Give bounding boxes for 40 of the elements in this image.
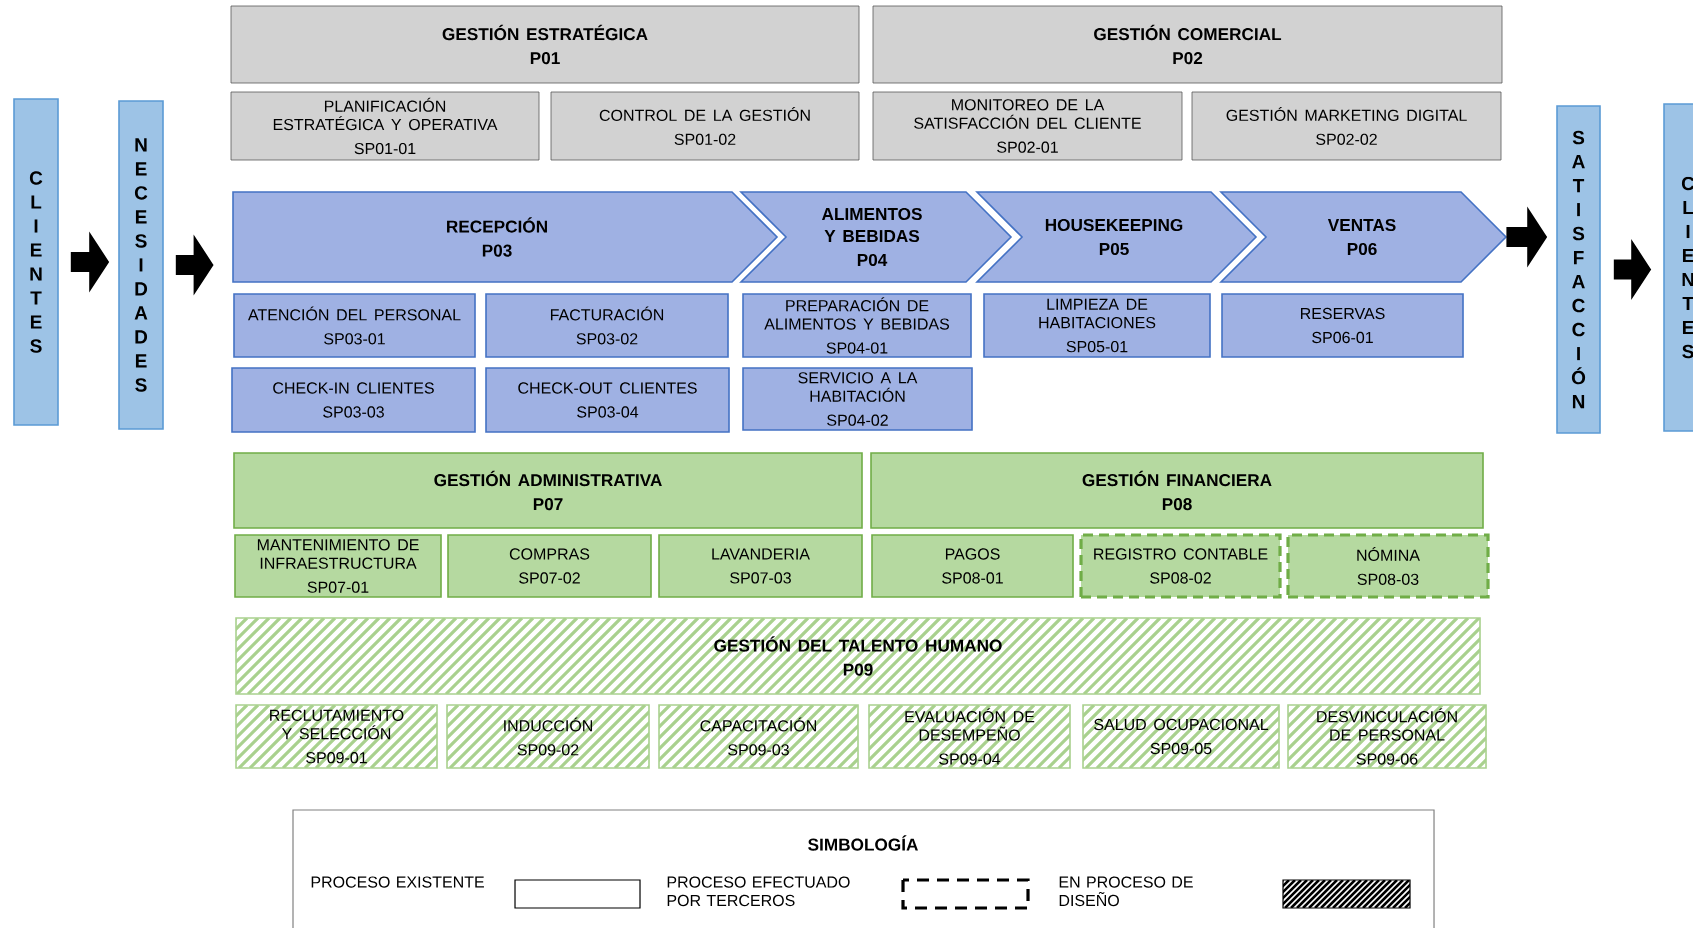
vertical-box: SATISFACCIÓN xyxy=(1556,105,1601,434)
process-box: FACTURACIÓN SP03-02 xyxy=(485,293,729,358)
hatched-process-box: CAPACITACIÓN SP09-03 xyxy=(658,704,859,769)
hatched-process-box: RECLUTAMIENTO Y SELECCIÓN SP09-01 xyxy=(235,704,438,769)
legend-item: EN PROCESO DE DISEÑO xyxy=(1059,876,1411,909)
process-box: PAGOS SP08-01 xyxy=(871,534,1074,598)
process-header-box: GESTIÓN FINANCIERA P08 xyxy=(870,452,1484,529)
dashed-process-box: NÓMINA SP08-03 xyxy=(1286,533,1490,599)
process-box: COMPRAS SP07-02 xyxy=(447,534,652,598)
hatched-process-box: SALUD OCUPACIONAL SP09-05 xyxy=(1082,704,1280,769)
vertical-box: NECESIDADES xyxy=(118,100,164,430)
process-box: LIMPIEZA DE HABITACIONES SP05-01 xyxy=(983,293,1211,358)
process-header-box: GESTIÓN ADMINISTRATIVA P07 xyxy=(233,452,863,529)
legend-item: PROCESO EFECTUADO POR TERCEROS xyxy=(667,876,1030,910)
process-box: PLANIFICACIÓN ESTRATÉGICA Y OPERATIVA SP01-01 xyxy=(230,91,540,161)
process-box: CHECK-OUT CLIENTES SP03-04 xyxy=(485,367,730,433)
process-box: CHECK-IN CLIENTES SP03-03 xyxy=(231,367,476,433)
process-stage-box: HOUSEKEEPING P05 xyxy=(975,191,1258,283)
process-stage-box: VENTAS P06 xyxy=(1219,191,1508,283)
hatched-process-box: DESVINCULACIÓN DE PERSONAL SP09-06 xyxy=(1287,704,1487,769)
hatched-process-box: EVALUACIÓN DE DESEMPEÑO SP09-04 xyxy=(868,704,1071,769)
legend-title: SIMBOLOGÍA xyxy=(808,835,918,851)
process-box: PREPARACIÓN DE ALIMENTOS Y BEBIDAS SP04-01 xyxy=(742,293,972,358)
vertical-box: CLIENTES xyxy=(13,98,59,426)
process-stage-box: RECEPCIÓN P03 xyxy=(232,191,779,283)
process-stage-box: ALIMENTOS Y BEBIDAS P04 xyxy=(739,191,1013,283)
hatched-process-box: INDUCCIÓN SP09-02 xyxy=(446,704,650,769)
process-header-box: GESTIÓN ESTRATÉGICA P01 xyxy=(230,5,860,84)
process-box: ATENCIÓN DEL PERSONAL SP03-01 xyxy=(233,293,476,358)
process-box: GESTIÓN MARKETING DIGITAL SP02-02 xyxy=(1191,91,1502,161)
process-box: MANTENIMIENTO DE INFRAESTRUCTURA SP07-01 xyxy=(234,534,442,598)
dashed-process-box: REGISTRO CONTABLE SP08-02 xyxy=(1079,533,1282,599)
hatched-process-header: GESTIÓN DEL TALENTO HUMANO P09 xyxy=(235,617,1481,695)
process-box: CONTROL DE LA GESTIÓN SP01-02 xyxy=(550,91,860,161)
process-box: RESERVAS SP06-01 xyxy=(1221,293,1464,358)
process-box: LAVANDERIA SP07-03 xyxy=(658,534,863,598)
process-box: SERVICIO A LA HABITACIÓN SP04-02 xyxy=(742,367,973,431)
legend-item: PROCESO EXISTENTE xyxy=(311,876,641,909)
process-box: MONITOREO DE LA SATISFACCIÓN DEL CLIENTE SP02-01 xyxy=(872,91,1183,161)
process-header-box: GESTIÓN COMERCIAL P02 xyxy=(872,5,1503,84)
